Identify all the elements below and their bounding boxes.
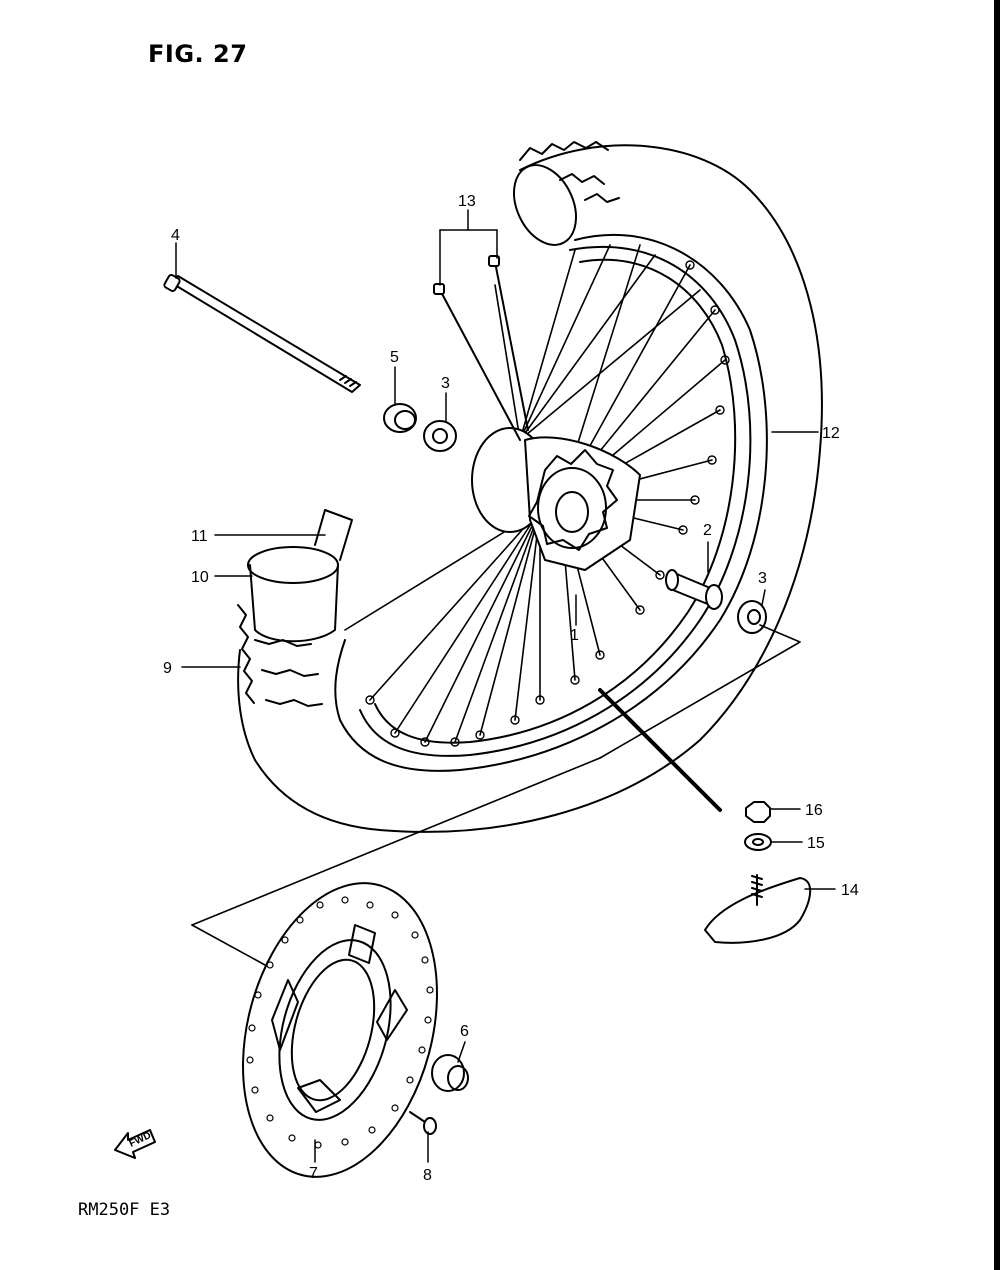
collar-6: [431, 1054, 469, 1092]
collar-5: [383, 403, 417, 433]
tire-outline: [237, 144, 823, 833]
assembly-guides: [191, 624, 801, 966]
washer: [744, 833, 772, 851]
callout-13: 13: [458, 193, 476, 210]
callout-4: 4: [171, 227, 180, 244]
callout-1: 1: [570, 627, 579, 644]
callout-5: 5: [390, 349, 399, 366]
callout-2: 2: [703, 522, 712, 539]
leader-lines: [175, 209, 836, 1163]
tire-stopper: [704, 874, 812, 944]
callout-11: 11: [191, 528, 208, 545]
brake-disc: [242, 882, 438, 1178]
hub: [471, 427, 641, 571]
tire-tread-left: [237, 604, 323, 707]
tire-tread-top: [519, 141, 620, 203]
callout-3b: 3: [758, 570, 767, 587]
rim-band-tab: [314, 509, 353, 561]
callout-7: 7: [309, 1165, 318, 1182]
fwd-arrow-icon: [114, 1129, 156, 1159]
model-code: RM250F E3: [78, 1200, 171, 1220]
rim-outer: [359, 245, 752, 757]
tire-section-top: [513, 164, 577, 246]
tube-section: [247, 546, 339, 584]
figure-title: FIG. 27: [148, 40, 248, 68]
page-edge: [994, 0, 1000, 1270]
callout-9: 9: [163, 660, 172, 677]
tire-inner-edge: [334, 233, 768, 772]
callout-16: 16: [805, 802, 823, 819]
callout-14: 14: [841, 882, 859, 899]
callout-8: 8: [423, 1167, 432, 1184]
callout-10: 10: [191, 569, 209, 586]
spoke-samples: [433, 255, 529, 441]
tube-body: [249, 564, 339, 643]
callout-15: 15: [807, 835, 825, 852]
callout-12: 12: [822, 425, 840, 442]
bolt: [409, 1111, 437, 1135]
callout-3a: 3: [441, 375, 450, 392]
axle: [163, 274, 361, 393]
nut: [745, 801, 771, 823]
callout-6: 6: [460, 1023, 469, 1040]
bearing-right: [737, 600, 767, 634]
spoke-nipples: [365, 260, 730, 747]
spacer: [665, 569, 723, 610]
bearing-upper: [423, 420, 457, 452]
